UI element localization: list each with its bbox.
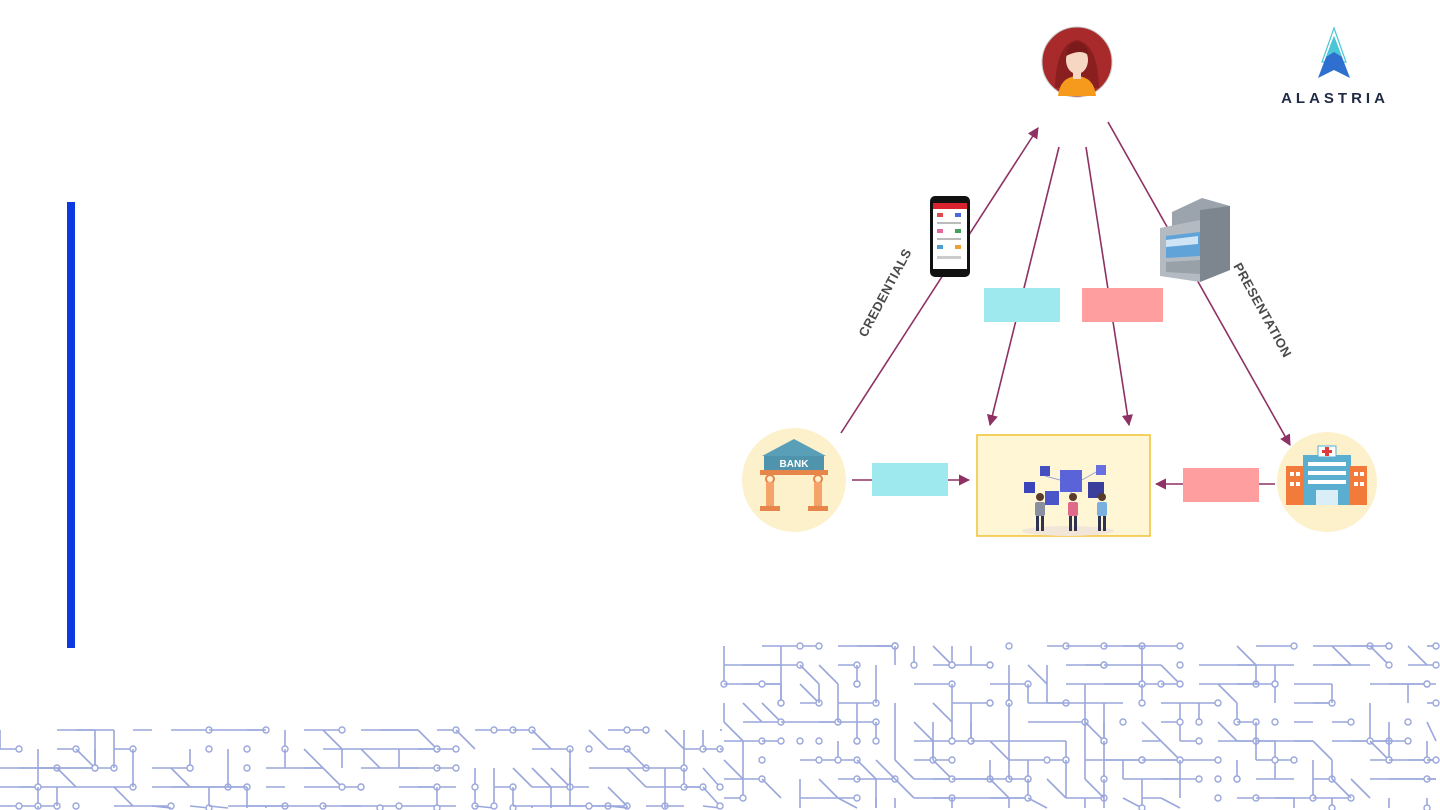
presentation-arrow [1107, 121, 1291, 446]
presentation-label: PRESENTATION [1230, 260, 1294, 360]
arrow-user-to-blockchain-right [1085, 146, 1133, 427]
hospital-icon [1277, 432, 1377, 532]
user-avatar-icon [1041, 26, 1113, 98]
tag-pink-lower [1183, 468, 1259, 502]
bank-icon: BANK [742, 428, 846, 532]
tag-cyan-upper [984, 288, 1060, 322]
tag-cyan-lower [872, 463, 948, 496]
filing-cabinet-icon [1160, 198, 1230, 282]
blockchain-network-icon [976, 434, 1151, 537]
alastria-logo-text: ALASTRIA [1281, 90, 1389, 107]
arrow-user-to-blockchain-left [986, 146, 1060, 427]
tag-pink-upper [1082, 288, 1163, 322]
credentials-arrow [840, 127, 1039, 434]
credentials-label: CREDENTIALS [855, 246, 914, 340]
accent-bar [67, 202, 75, 648]
phone-wallet-icon [930, 196, 970, 277]
alastria-a-icon [1318, 26, 1350, 78]
arrows [840, 121, 1291, 490]
bank-sign: BANK [780, 459, 810, 470]
